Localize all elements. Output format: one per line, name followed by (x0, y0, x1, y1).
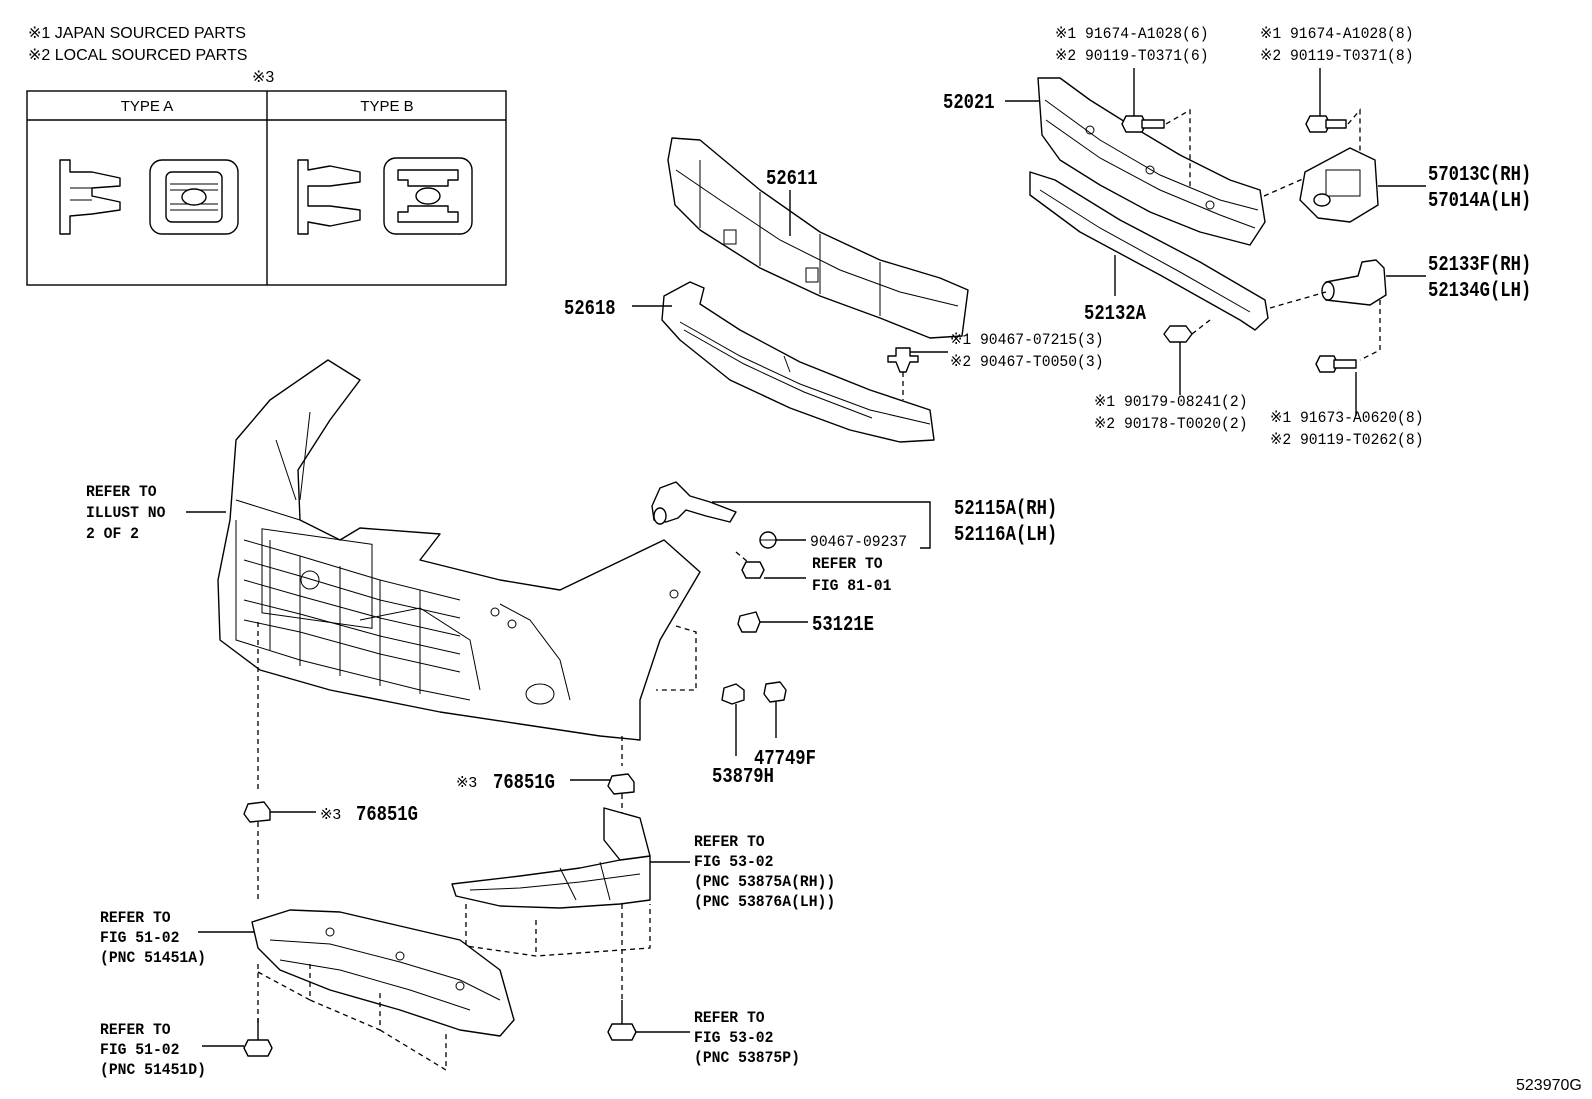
label-52116a: 52116A(LH) (954, 523, 1057, 547)
refer-53p-line3: (PNC 53875P) (694, 1048, 800, 1067)
refer-53a-line1: REFER TO (694, 832, 765, 851)
bolt-left-icon (1121, 115, 1165, 133)
refer-53a-line4: (PNC 53876A(LH)) (694, 892, 835, 911)
legend: ※1 JAPAN SOURCED PARTS ※2 LOCAL SOURCED … (26, 25, 507, 286)
clip-type-b-side-icon (297, 159, 361, 235)
side-splash-shield (451, 807, 651, 909)
label-52134g: 52134G(LH) (1428, 279, 1531, 303)
clip-type-a-side-icon (59, 159, 121, 235)
bolt-lower-icon (1315, 355, 1357, 373)
clip-type-b-top-icon (383, 157, 473, 235)
refer-51a-line1: REFER TO (100, 908, 171, 927)
label-52133f: 52133F(RH) (1428, 253, 1531, 277)
bolt-51451d-icon (243, 1018, 273, 1057)
refer-illust-line3: 2 OF 2 (86, 524, 139, 543)
fastener-clip-2: ※2 90467-T0050(3) (950, 352, 1104, 371)
label-53879h: 53879H (712, 765, 774, 789)
fastener-bolt-1: ※1 91673-A0620(8) (1270, 408, 1424, 427)
refer-53p-line1: REFER TO (694, 1008, 765, 1027)
label-mark3-right: ※3 (456, 774, 477, 791)
clip-90467-icon (887, 347, 919, 373)
label-47749f: 47749F (754, 747, 816, 771)
label-52021: 52021 (943, 91, 995, 115)
label-52618: 52618 (564, 297, 616, 321)
clip-76851g-left-icon (243, 801, 271, 823)
legend-note-3: ※3 (252, 69, 274, 86)
label-53121e: 53121E (812, 613, 874, 637)
lower-absorber-52618 (661, 281, 935, 443)
label-57014a: 57014A(LH) (1428, 189, 1531, 213)
label-90467-09237: 90467-09237 (810, 532, 907, 551)
clip-47749f-icon (763, 681, 787, 703)
refer-51a-line2: FIG 51-02 (100, 928, 179, 947)
refer-51d-line1: REFER TO (100, 1020, 171, 1039)
side-retainer-52115a (651, 481, 737, 525)
refer-53a-line2: FIG 53-02 (694, 852, 773, 871)
screw-fig81-icon (741, 561, 765, 579)
engine-under-cover (251, 909, 515, 1037)
clip-53879h-icon (721, 683, 745, 705)
fastener-top-right-2: ※2 90119-T0371(8) (1260, 46, 1414, 65)
legend-type-b: TYPE B (360, 98, 413, 115)
refer-illust-line2: ILLUST NO (86, 503, 165, 522)
clip-76851g-right-icon (607, 773, 635, 795)
label-mark3-left: ※3 (320, 806, 341, 823)
fastener-bolt-2: ※2 90119-T0262(8) (1270, 430, 1424, 449)
bumper-reinforcement (1037, 77, 1266, 246)
fastener-top-left-2: ※2 90119-T0371(6) (1055, 46, 1209, 65)
legend-note-japan: ※1 JAPAN SOURCED PARTS (28, 25, 246, 42)
crash-box-52133f (1321, 259, 1387, 306)
label-52611: 52611 (766, 167, 818, 191)
refer-53p-line2: FIG 53-02 (694, 1028, 773, 1047)
label-52132a: 52132A (1084, 302, 1146, 326)
refer-illust-line1: REFER TO (86, 482, 157, 501)
front-bumper-cover (217, 359, 701, 741)
refer-51d-line2: FIG 51-02 (100, 1040, 179, 1059)
clip-type-a-top-icon (149, 159, 239, 235)
fastener-clip-1: ※1 90467-07215(3) (950, 330, 1104, 349)
bracket-57013c (1299, 147, 1379, 223)
absorber-52132a (1029, 171, 1269, 331)
legend-type-a: TYPE A (121, 98, 174, 115)
refer-81-line2: FIG 81-01 (812, 576, 891, 595)
fastener-top-left-1: ※1 91674-A1028(6) (1055, 24, 1209, 43)
legend-note-local: ※2 LOCAL SOURCED PARTS (28, 47, 247, 64)
label-76851g-right: 76851G (493, 771, 555, 795)
label-57013c: 57013C(RH) (1428, 163, 1531, 187)
energy-absorber-52611 (667, 137, 969, 339)
fastener-nut-2: ※2 90178-T0020(2) (1094, 414, 1248, 433)
label-52115a: 52115A(RH) (954, 497, 1057, 521)
label-76851g-left: 76851G (356, 803, 418, 827)
refer-53a-line3: (PNC 53875A(RH)) (694, 872, 835, 891)
bolt-53121e-icon (737, 611, 761, 633)
refer-51d-line3: (PNC 51451D) (100, 1060, 206, 1079)
bolt-53875p-icon (607, 1000, 637, 1041)
refer-81-line1: REFER TO (812, 554, 883, 573)
fastener-top-right-1: ※1 91674-A1028(8) (1260, 24, 1414, 43)
nut-icon (1163, 325, 1193, 343)
refer-51a-line3: (PNC 51451A) (100, 948, 206, 967)
illustration-id: 523970G (1516, 1077, 1582, 1094)
fastener-nut-1: ※1 90179-08241(2) (1094, 392, 1248, 411)
bolt-right-icon (1305, 115, 1347, 133)
screw-90467-09237-icon (759, 531, 777, 549)
